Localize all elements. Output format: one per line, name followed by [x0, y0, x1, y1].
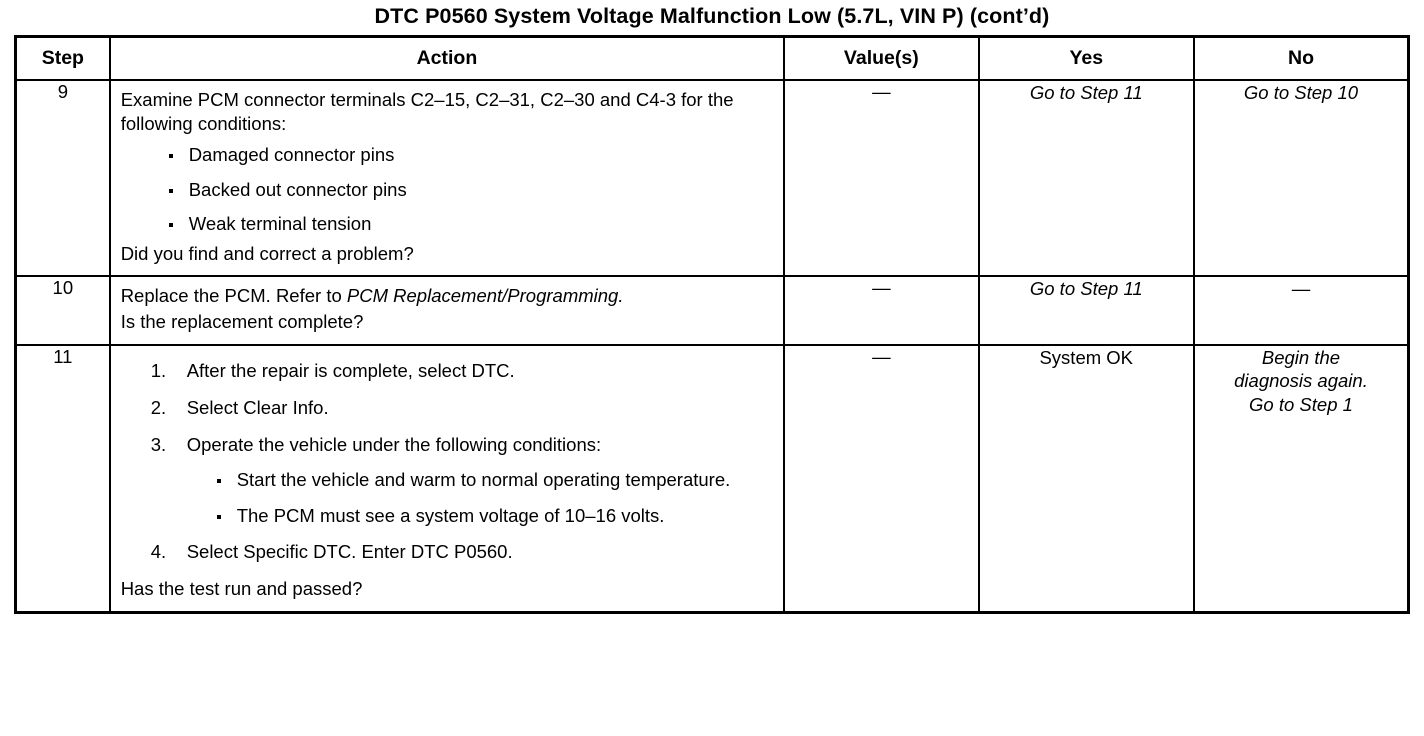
column-header-action: Action: [108, 35, 786, 81]
list-item: Backed out connector pins: [167, 178, 775, 202]
yes-action-text: Go to Step 11: [1029, 278, 1143, 299]
step-number-11: 11: [14, 343, 111, 614]
list-item-label: Operate the vehicle under the following …: [186, 433, 602, 455]
step-number-9: 9: [14, 78, 111, 278]
action-lead-text: Replace the PCM. Refer to PCM Replacemen…: [121, 284, 775, 308]
no-action-text: Go to Step 10: [1243, 81, 1359, 103]
column-header-value: Value(s): [783, 35, 980, 81]
no-action-line-3: Go to Step 1: [1249, 394, 1353, 416]
no-action-line-1: Begin the: [1261, 346, 1341, 368]
action-cell-step-10: Replace the PCM. Refer to PCM Replacemen…: [108, 275, 786, 346]
column-header-no: No: [1192, 35, 1410, 81]
condition-list: Damaged connector pins Backed out connec…: [121, 143, 775, 235]
no-action-text: Begin the diagnosis again. Go to Step 1: [1195, 346, 1407, 425]
action-question: Has the test run and passed?: [120, 578, 363, 600]
no-action-line-2: diagnosis again.: [1234, 370, 1368, 392]
action-lead-plain: Replace the PCM. Refer to: [120, 285, 347, 306]
column-header-yes: Yes: [977, 35, 1195, 81]
diagnostic-table: Step Action Value(s) Yes No 9 Examine PC…: [14, 34, 1410, 614]
table-row: 10 Replace the PCM. Refer to PCM Replace…: [14, 275, 1410, 346]
yes-cell-step-11: System OK: [977, 343, 1195, 614]
list-item: Operate the vehicle under the following …: [151, 433, 775, 527]
action-cell-step-11: After the repair is complete, select DTC…: [108, 343, 786, 614]
table-row: 9 Examine PCM connector terminals C2–15,…: [14, 78, 1410, 278]
list-item: Select Clear Info.: [151, 396, 329, 420]
list-item: Damaged connector pins: [167, 143, 775, 167]
list-item: After the repair is complete, select DTC…: [151, 359, 515, 383]
no-action-text: —: [1291, 278, 1311, 299]
yes-cell-step-9: Go to Step 11: [977, 78, 1195, 278]
table-row: 11 After the repair is complete, select …: [14, 343, 1410, 614]
page-title: DTC P0560 System Voltage Malfunction Low…: [374, 4, 1050, 28]
table-header-row: Step Action Value(s) Yes No: [14, 35, 1410, 81]
action-lead-text: Examine PCM connector terminals C2–15, C…: [120, 88, 734, 135]
no-cell-step-10: —: [1192, 275, 1410, 346]
list-item: The PCM must see a system voltage of 10–…: [215, 504, 775, 528]
cross-reference-italic: PCM Replacement/Programming.: [346, 285, 624, 306]
action-question: Is the replacement complete?: [120, 311, 364, 333]
step-number-10: 10: [14, 275, 111, 346]
yes-action-text: Go to Step 11: [1029, 81, 1143, 103]
no-cell-step-11: Begin the diagnosis again. Go to Step 1: [1192, 343, 1410, 614]
yes-action-text: System OK: [1039, 346, 1134, 368]
action-question: Did you find and correct a problem?: [120, 242, 414, 264]
list-item: Select Specific DTC. Enter DTC P0560.: [151, 540, 513, 564]
procedure-list: After the repair is complete, select DTC…: [121, 359, 775, 565]
action-cell-step-9: Examine PCM connector terminals C2–15, C…: [108, 78, 786, 278]
column-header-step: Step: [14, 35, 111, 81]
condition-sublist: Start the vehicle and warm to normal ope…: [187, 468, 775, 527]
list-item: Weak terminal tension: [167, 212, 775, 236]
value-cell-step-11: —: [783, 343, 980, 614]
value-cell-step-10: —: [783, 275, 980, 346]
yes-cell-step-10: Go to Step 11: [977, 275, 1195, 346]
list-item: Start the vehicle and warm to normal ope…: [215, 468, 775, 492]
value-cell-step-9: —: [783, 78, 980, 278]
no-cell-step-9: Go to Step 10: [1192, 78, 1410, 278]
